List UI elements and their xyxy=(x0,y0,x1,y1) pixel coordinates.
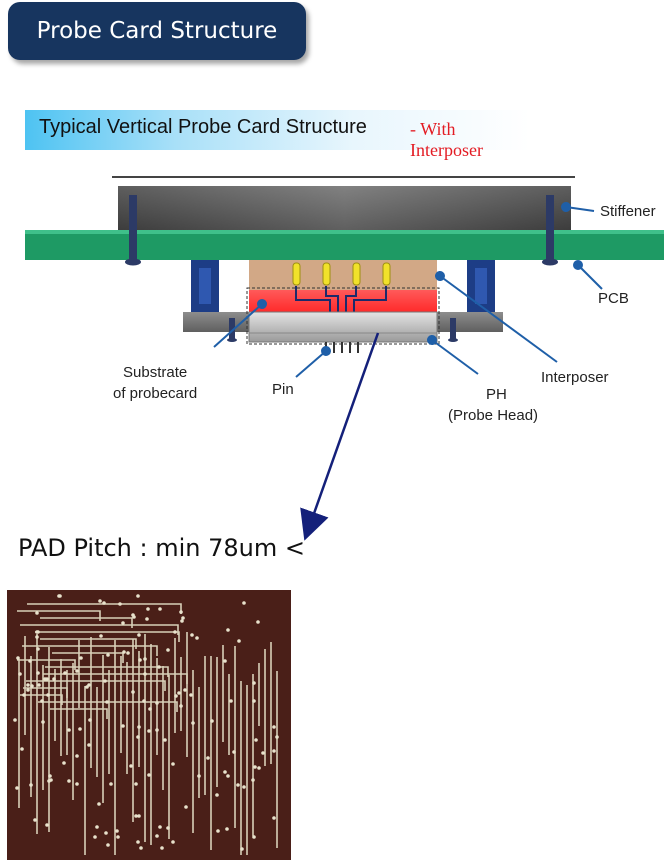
label-substrate-line2: of probecard xyxy=(113,385,197,402)
label-pin: Pin xyxy=(272,381,294,398)
substrate-red-layer xyxy=(249,290,437,312)
substrate-leader xyxy=(213,299,267,348)
label-pcb: PCB xyxy=(598,290,629,307)
pad-pitch-arrow xyxy=(300,332,380,541)
label-ph: PH xyxy=(486,386,507,403)
pad-pitch-text: PAD Pitch : min 78um < xyxy=(18,534,305,562)
stiffener-screw-left xyxy=(125,195,141,266)
interposer-pins xyxy=(292,262,391,286)
label-stiffener: Stiffener xyxy=(600,203,656,220)
ph-screw-left xyxy=(227,318,237,342)
probe-head xyxy=(248,311,438,343)
pcb-leader xyxy=(573,260,603,290)
label-probe-head: (Probe Head) xyxy=(448,407,538,424)
page-title: Probe Card Structure xyxy=(36,18,278,44)
ph-leader xyxy=(427,335,479,375)
label-interposer: Interposer xyxy=(541,369,609,386)
page-title-badge: Probe Card Structure xyxy=(8,2,306,60)
probe-card-diagram: Stiffener PCB Interposer Substrate of pr… xyxy=(25,176,664,541)
label-substrate-line1: Substrate xyxy=(123,364,187,381)
interposer xyxy=(249,260,437,290)
ph-screw-right xyxy=(448,318,458,342)
stiffener-screw-right xyxy=(542,195,558,266)
diagram-title-banner: Typical Vertical Probe Card Structure - … xyxy=(25,110,530,160)
interposer-leader xyxy=(435,271,558,363)
diagram-title: Typical Vertical Probe Card Structure xyxy=(39,116,367,138)
pcb xyxy=(25,230,664,260)
diagram-subtitle: - With Interposer xyxy=(410,119,483,160)
routing-traces xyxy=(295,286,387,312)
pin-leader xyxy=(295,346,331,378)
pad-micrograph-image xyxy=(7,590,291,860)
stiffener-leader xyxy=(561,202,595,212)
